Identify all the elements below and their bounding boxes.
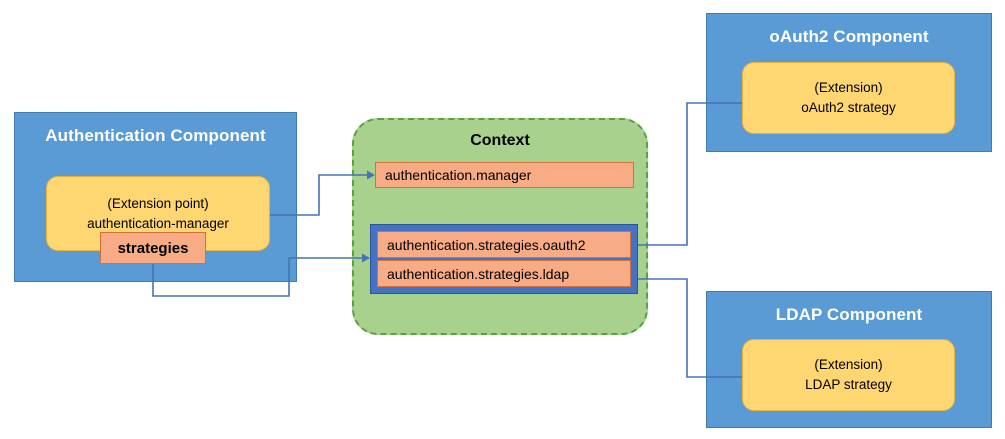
ldap-extension-line2: LDAP strategy: [805, 377, 892, 392]
extension-point-line2: authentication-manager: [87, 215, 229, 231]
context-bean-ldap[interactable]: authentication.strategies.ldap: [377, 260, 631, 287]
authentication-component-strategies[interactable]: strategies: [100, 232, 206, 264]
oauth2-component-title: oAuth2 Component: [769, 27, 929, 46]
ldap-extension-line1: (Extension): [814, 357, 883, 373]
context-title: Context: [470, 132, 530, 149]
oauth2-extension-line1: (Extension): [814, 80, 883, 96]
authentication-component-title: Authentication Component: [45, 126, 266, 145]
oauth2-component-extension[interactable]: (Extension) oAuth2 strategy: [742, 62, 955, 134]
oauth2-extension-line2: oAuth2 strategy: [801, 100, 896, 115]
context-bean-oauth2[interactable]: authentication.strategies.oauth2: [377, 231, 631, 258]
ldap-component-title: LDAP Component: [775, 305, 923, 324]
context-manager-bean[interactable]: authentication.manager: [375, 162, 634, 188]
extension-point-line1: (Extension point): [107, 195, 209, 211]
ldap-component-extension[interactable]: (Extension) LDAP strategy: [742, 339, 955, 411]
